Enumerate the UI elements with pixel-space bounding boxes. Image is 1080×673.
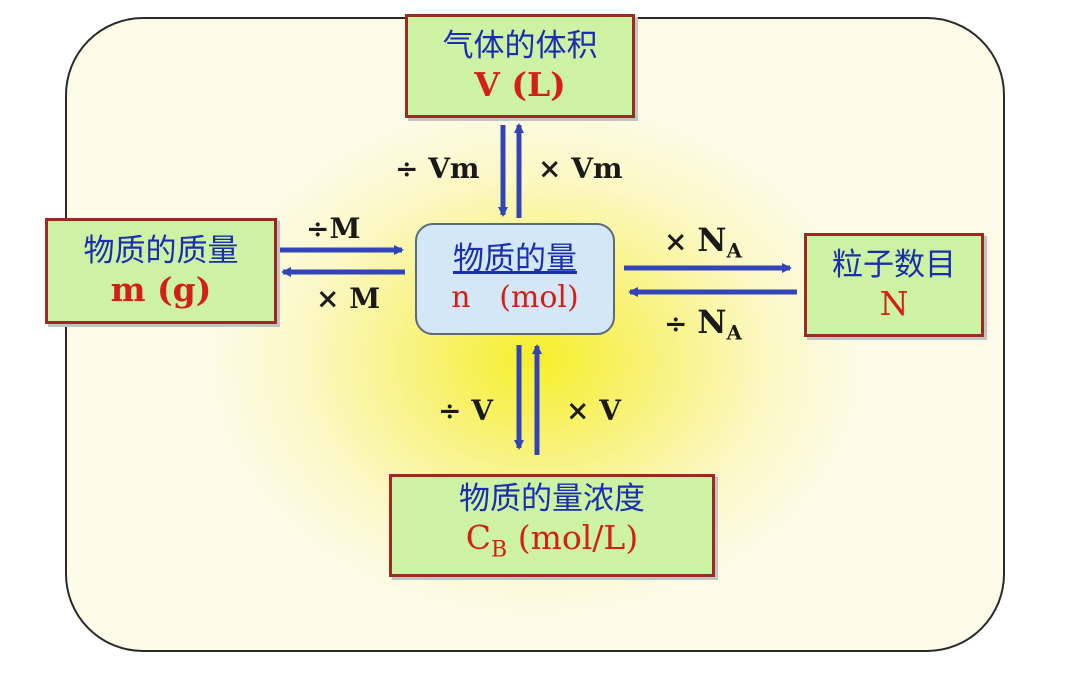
amount-of-substance-symbol-letter: n — [451, 280, 471, 315]
mass-symbol-letter: m — [110, 270, 146, 309]
gas-volume-symbol: V (L) — [474, 65, 566, 105]
op-divide-na-subscript: A — [726, 320, 742, 345]
mass-label: 物质的质量 — [83, 233, 239, 269]
op-multiply-na-sign: × — [664, 225, 688, 258]
concentration-label: 物质的量浓度 — [459, 481, 645, 518]
mass-unit: (g) — [157, 270, 212, 309]
amount-of-substance-symbol: n (mol) — [451, 278, 578, 318]
op-multiply-vm: × Vm — [538, 152, 623, 185]
gas-volume-unit: (L) — [511, 65, 566, 104]
concentration-symbol: CB (mol/L) — [466, 518, 638, 571]
particle-count-label: 粒子数目 — [832, 247, 956, 283]
particle-count-symbol: N — [879, 284, 909, 323]
op-divide-m: ÷M — [306, 212, 361, 245]
concentration-unit: (mol/L) — [517, 518, 639, 558]
mass-box: 物质的质量 m (g) — [45, 218, 277, 324]
concentration-box: 物质的量浓度 CB (mol/L) — [389, 474, 715, 577]
gas-volume-box: 气体的体积 V (L) — [405, 14, 635, 118]
op-divide-na-sign: ÷ — [664, 307, 688, 340]
op-multiply-na-symbol: N — [697, 221, 727, 259]
op-multiply-na-subscript: A — [726, 238, 742, 263]
mass-symbol: m (g) — [111, 270, 212, 310]
op-multiply-m: × M — [316, 282, 381, 315]
particle-count-box: 粒子数目 N — [804, 233, 984, 337]
concentration-symbol-letter: C — [465, 518, 492, 558]
amount-of-substance-box: 物质的量 n (mol) — [415, 223, 615, 335]
gas-volume-symbol-letter: V — [474, 65, 500, 104]
op-divide-na: ÷ NA — [664, 306, 742, 349]
op-divide-na-symbol: N — [697, 303, 727, 341]
gas-volume-label: 气体的体积 — [442, 28, 598, 64]
op-multiply-na: × NA — [664, 224, 742, 267]
op-divide-v: ÷ V — [438, 394, 493, 427]
concentration-subscript: B — [491, 537, 508, 563]
op-multiply-v: × V — [566, 394, 621, 427]
amount-of-substance-unit: (mol) — [499, 280, 579, 315]
amount-of-substance-label: 物质的量 — [453, 241, 577, 277]
op-divide-vm: ÷ Vm — [395, 152, 480, 185]
